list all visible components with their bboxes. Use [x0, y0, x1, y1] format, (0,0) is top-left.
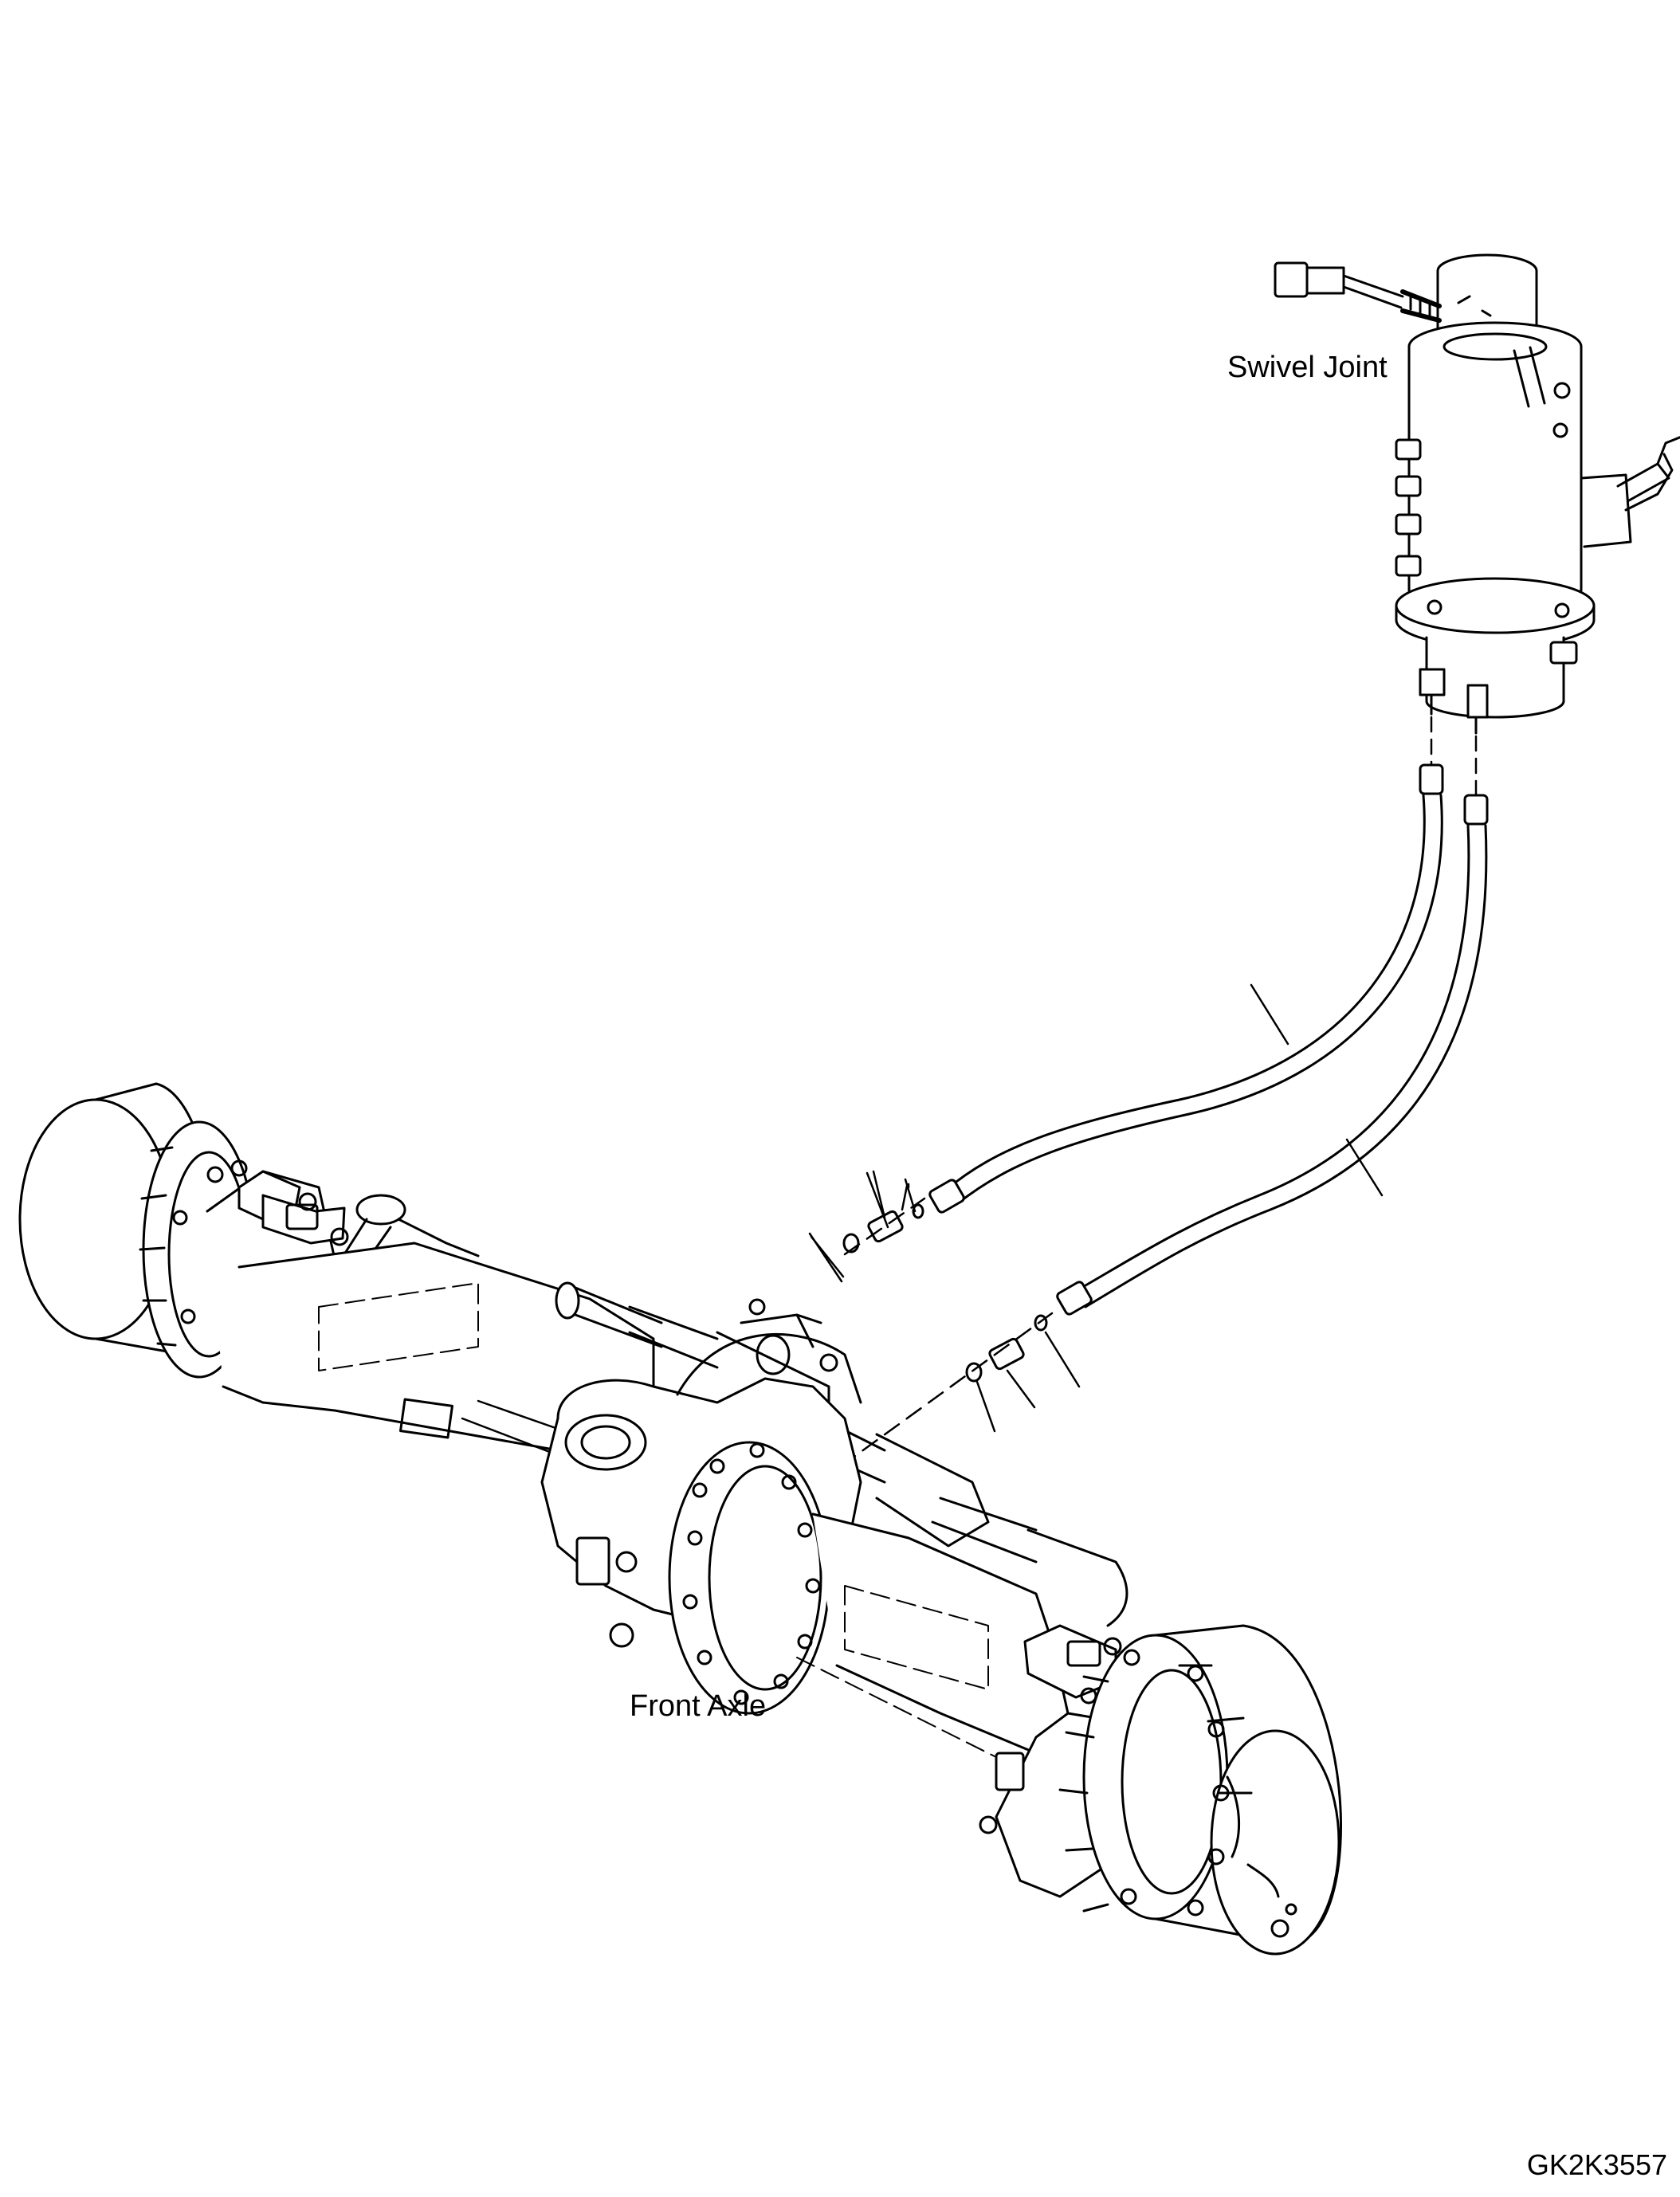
hose-2: [1056, 795, 1487, 1316]
hose-1-leader: [845, 1199, 924, 1254]
swivel-lower-body: [1427, 638, 1564, 717]
callout-line-b: [867, 1173, 888, 1227]
callout-line-a: [810, 1234, 842, 1281]
swivel-joint: [1275, 255, 1680, 733]
swivel-side-fittings: [1396, 383, 1569, 575]
hose-2-callout: [1347, 1140, 1382, 1195]
right-wheel-hub: [1060, 1626, 1341, 1954]
left-cylinder-bracket: [239, 1171, 347, 1245]
left-wheel-hub: [20, 1084, 264, 1377]
swivel-joint-label: Swivel Joint: [1227, 351, 1388, 384]
callout-line-c: [905, 1179, 915, 1211]
nameplate-left: [401, 1399, 453, 1438]
front-axle: [20, 1084, 1341, 1954]
swivel-outlet-ports: [1420, 669, 1487, 733]
axle-tube-left: [239, 1243, 654, 1450]
hose-2-fittings: [967, 1316, 1046, 1381]
callout-line-e: [1007, 1371, 1034, 1407]
callout-line-f: [1046, 1332, 1079, 1387]
axle-tube-right: [813, 1514, 1068, 1753]
sensor-box: [577, 1538, 609, 1584]
hose-1-callout: [1251, 985, 1288, 1044]
center-flange: [669, 1442, 829, 1713]
hose-1: [928, 765, 1443, 1214]
callout-line-d: [977, 1382, 995, 1431]
swivel-bracket: [1581, 437, 1680, 547]
drawing-code: GK2K3557: [1526, 2148, 1667, 2181]
front-axle-label: Front Axle: [630, 1689, 767, 1723]
electrical-connector: [1275, 263, 1439, 320]
